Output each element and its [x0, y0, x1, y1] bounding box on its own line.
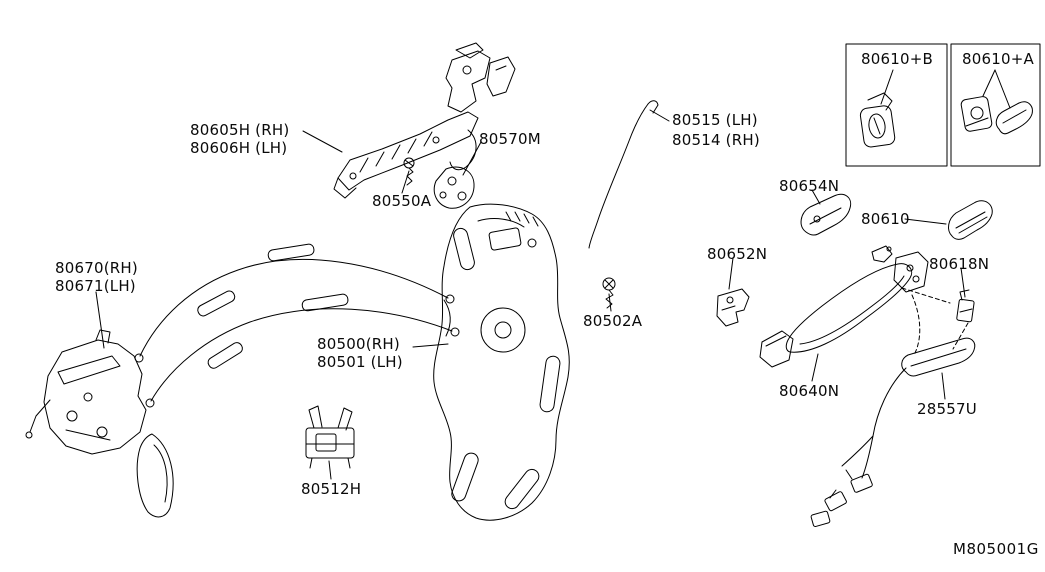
label-80502a: 80502A — [583, 312, 643, 330]
label-80514: 80514 (RH) — [672, 131, 760, 149]
label-80610b: 80610+B — [861, 50, 933, 68]
cap-80610-drawing — [948, 200, 993, 240]
label-80515: 80515 (LH) — [672, 111, 758, 129]
label-80501: 80501 (LH) — [317, 353, 403, 371]
label-80500: 80500(RH) — [317, 335, 400, 353]
label-80654n: 80654N — [779, 177, 840, 195]
label-80550a: 80550A — [372, 192, 432, 210]
label-80606h: 80606H (LH) — [190, 139, 288, 157]
escutcheon-80654n-drawing — [800, 193, 852, 236]
label-80605h: 80605H (RH) — [190, 121, 290, 139]
label-80652n: 80652N — [707, 245, 768, 263]
cable-assembly-drawing — [134, 243, 460, 408]
label-80610: 80610 — [861, 210, 910, 228]
diagram-code: M805001G — [953, 540, 1039, 558]
label-80640n: 80640N — [779, 382, 840, 400]
gasket-80570m-drawing — [433, 166, 475, 209]
screw-80502a-drawing — [602, 277, 616, 309]
antenna-28557u-drawing — [810, 337, 976, 527]
clip-80618n-drawing — [956, 289, 975, 323]
label-80671: 80671(LH) — [55, 277, 136, 295]
corner-cover-drawing — [136, 433, 174, 518]
bracket-80652n-drawing — [716, 288, 750, 327]
outside-handle-drawing — [759, 245, 929, 368]
label-80618n: 80618N — [929, 255, 990, 273]
label-80610a: 80610+A — [962, 50, 1034, 68]
inset-box-80610a-drawing — [950, 43, 1041, 167]
label-28557u: 28557U — [917, 400, 977, 418]
clip-80512h-drawing — [305, 405, 355, 469]
inset-box-80610b-drawing — [845, 43, 948, 167]
label-80670: 80670(RH) — [55, 259, 138, 277]
door-module-drawing — [433, 203, 570, 521]
lock-rod-drawing — [588, 100, 659, 249]
label-80570m: 80570M — [479, 130, 541, 148]
lock-actuator-drawing — [25, 329, 147, 455]
handle-base-bracket-drawing — [333, 42, 516, 199]
dashed-links — [901, 287, 969, 356]
leader-lines — [95, 109, 966, 480]
label-80512h: 80512H — [301, 480, 362, 498]
